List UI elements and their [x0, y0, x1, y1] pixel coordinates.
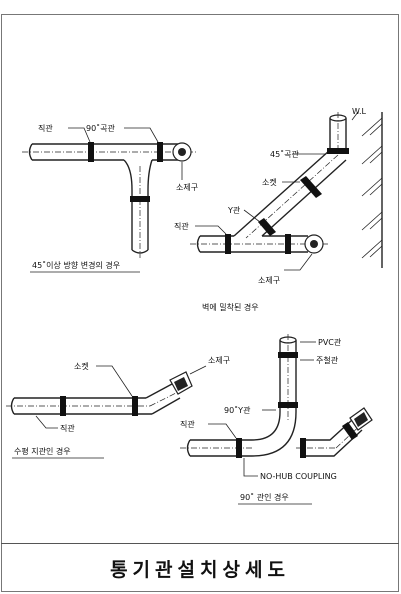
caption-fig4: 90˚ 관인 경우	[240, 492, 289, 502]
label-coupling: NO-HUB COUPLING	[260, 472, 337, 481]
coupling-band	[278, 352, 298, 358]
label-elbow45: 45˚곡관	[270, 149, 300, 159]
figure-90-pipe: PVC관 주철관 90˚Y관 직관 NO-HUB COUPLING 90˚ 관인…	[180, 334, 373, 505]
coupling-band	[225, 234, 231, 254]
coupling-band	[130, 196, 150, 202]
caption-fig1: 45˚이상 방향 변경의 경우	[32, 260, 120, 270]
figure-wall-attached: W.L 45˚곡관 소켓 Y관 직관 소제구 벽에 밀착된 경우	[174, 107, 383, 312]
title-block: 통기관설치상세도	[1, 543, 399, 593]
label-pipe: 직관	[60, 423, 75, 433]
page-title: 통기관설치상세도	[110, 559, 290, 581]
label-cast-iron: 주철관	[316, 355, 339, 365]
label-pipe: 직관	[180, 419, 195, 429]
label-cleanout: 소제구	[208, 356, 230, 365]
label-pipe: 직관	[174, 221, 189, 231]
figure-horizontal-branch: 소켓 소제구 직관 수평 지관인 경우	[6, 356, 230, 459]
coupling-band	[258, 218, 276, 236]
coupling-band	[327, 148, 349, 154]
label-socket: 소켓	[262, 177, 277, 187]
coupling-band	[132, 396, 138, 416]
label-wl: W.L	[352, 107, 367, 116]
label-90y: 90˚Y관	[224, 405, 251, 415]
label-socket: 소켓	[74, 361, 89, 371]
label-pipe: 직관	[38, 123, 53, 133]
coupling-band	[278, 402, 298, 408]
coupling-band	[60, 396, 66, 416]
label-ybranch: Y관	[227, 205, 241, 215]
label-pvc: PVC관	[318, 337, 342, 347]
label-cleanout: 소제구	[176, 183, 198, 192]
caption-fig3: 수평 지관인 경우	[14, 446, 71, 456]
coupling-band	[157, 142, 163, 162]
caption-fig2: 벽에 밀착된 경우	[202, 302, 259, 312]
coupling-band	[285, 234, 291, 254]
coupling-band	[88, 142, 94, 162]
coupling-band	[236, 438, 242, 458]
coupling-band	[300, 176, 322, 198]
drawing-frame	[1, 14, 399, 592]
coupling-band	[300, 438, 306, 458]
label-cleanout: 소제구	[258, 276, 280, 285]
figure-45-direction-change: 직관 90˚곡관 소제구 45˚이상 방향 변경의 경우	[22, 123, 198, 273]
coupling-band	[342, 422, 358, 440]
label-elbow: 90˚곡관	[86, 123, 116, 133]
